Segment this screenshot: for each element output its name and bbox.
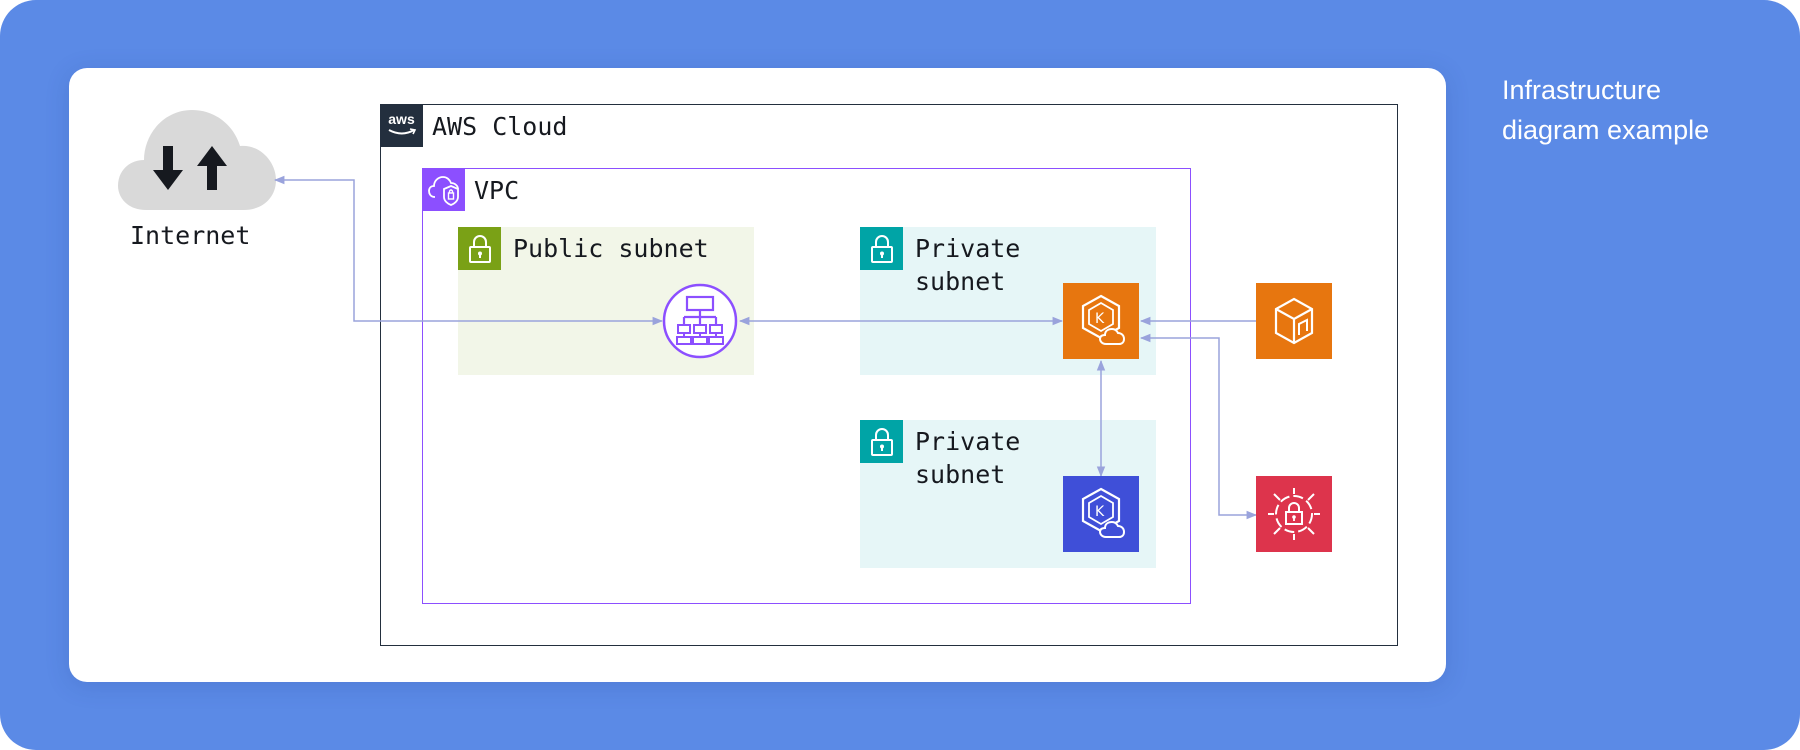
lock-icon (860, 227, 903, 270)
vpc-label: VPC (474, 176, 520, 205)
kubernetes-cloud-icon[interactable]: K (1063, 283, 1139, 359)
diagram-title: Infrastructure diagram example (1502, 70, 1782, 150)
private-subnet-2-label: Private subnet (915, 427, 1021, 489)
vpc-icon (422, 168, 465, 211)
public-subnet-label: Public subnet (513, 234, 709, 263)
lock-icon (860, 420, 903, 463)
svg-text:K: K (1095, 311, 1105, 327)
svg-text:K: K (1095, 504, 1105, 520)
diagram-title-line-1: Infrastructure (1502, 75, 1662, 105)
aws-logo-icon: aws (380, 104, 423, 147)
aws-cloud-label: AWS Cloud (432, 112, 568, 141)
aws-cloud-group (380, 104, 1398, 646)
load-balancer-icon[interactable] (662, 283, 738, 359)
kubernetes-cloud-icon[interactable]: K (1063, 476, 1139, 552)
internet-cloud-icon (118, 110, 276, 210)
aws-logo-text: aws (388, 110, 415, 127)
aws-smile-icon (388, 127, 416, 134)
secrets-lock-icon[interactable] (1256, 476, 1332, 552)
private-subnet-1-label: Private subnet (915, 234, 1021, 296)
internet-label: Internet (130, 221, 251, 250)
diagram-title-line-2: diagram example (1502, 115, 1710, 145)
lock-icon (458, 227, 501, 270)
container-icon[interactable] (1256, 283, 1332, 359)
